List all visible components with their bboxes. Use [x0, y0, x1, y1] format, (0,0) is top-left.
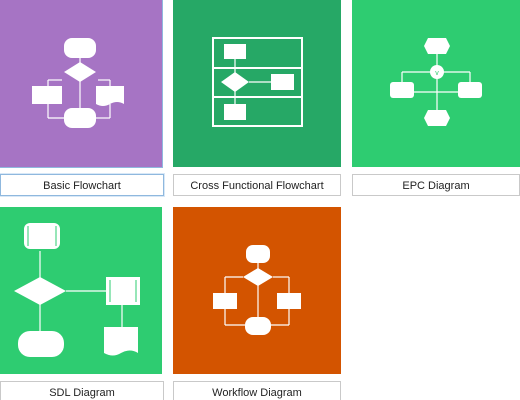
- basic-flowchart-thumbnail[interactable]: [0, 0, 163, 168]
- template-epc-diagram[interactable]: v EPC Diagram: [352, 0, 520, 196]
- basic-flowchart-icon: [32, 38, 124, 128]
- template-sdl-diagram[interactable]: SDL Diagram: [0, 207, 164, 400]
- cross-functional-flowchart-thumbnail[interactable]: [173, 0, 341, 167]
- svg-text:v: v: [435, 70, 439, 77]
- workflow-diagram-icon: [213, 245, 301, 335]
- workflow-diagram-label[interactable]: Workflow Diagram: [173, 381, 341, 400]
- sdl-diagram-thumbnail[interactable]: [0, 207, 162, 374]
- sdl-diagram-icon: [14, 223, 140, 357]
- basic-flowchart-label[interactable]: Basic Flowchart: [0, 174, 164, 196]
- workflow-diagram-thumbnail[interactable]: [173, 207, 341, 374]
- epc-diagram-thumbnail[interactable]: v: [352, 0, 520, 167]
- cross-functional-flowchart-icon: [212, 37, 303, 127]
- epc-diagram-icon: v: [390, 38, 482, 126]
- epc-diagram-label[interactable]: EPC Diagram: [352, 174, 520, 196]
- cross-functional-flowchart-label[interactable]: Cross Functional Flowchart: [173, 174, 341, 196]
- template-cross-functional-flowchart[interactable]: Cross Functional Flowchart: [173, 0, 341, 196]
- sdl-diagram-label[interactable]: SDL Diagram: [0, 381, 164, 400]
- template-workflow-diagram[interactable]: Workflow Diagram: [173, 207, 341, 400]
- template-basic-flowchart[interactable]: Basic Flowchart: [0, 0, 164, 196]
